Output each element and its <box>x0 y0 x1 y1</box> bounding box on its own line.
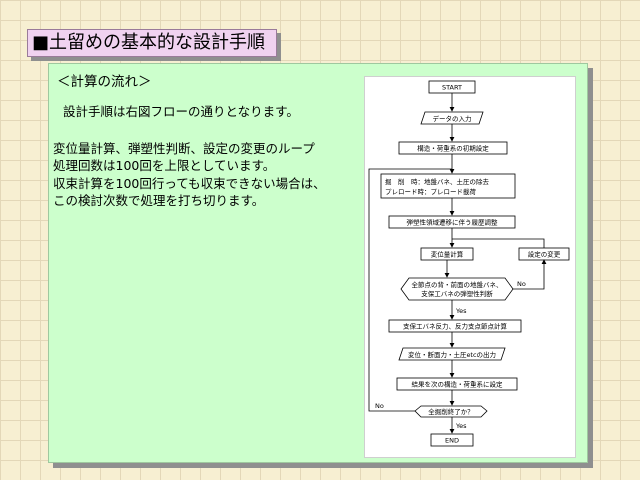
stiffness-label: 弾塑性領域遷移に伴う履歴調整 <box>407 218 499 227</box>
slide-title: ■土留めの基本的な設計手順 <box>27 29 277 57</box>
input-node <box>420 111 484 125</box>
reaction-node <box>388 319 522 333</box>
body-line-1: 変位量計算、弾塑性判断、設定の変更のループ <box>53 141 315 156</box>
all-done-yes-label: Yes <box>455 422 467 430</box>
body-line-2: 処理回数は100回を上限としています。 <box>53 158 276 173</box>
content-panel: ＜計算の流れ＞ 設計手順は右図フローの通りとなります。 変位量計算、弾塑性判断、… <box>48 63 588 463</box>
end-node <box>430 433 474 447</box>
reaction-label: 支保工バネ反力、反力支点節点計算 <box>403 322 508 331</box>
next-system-label: 結果を次の構造・荷重系に設定 <box>412 380 504 389</box>
excavation-label-2: プレロード時：プレロード載荷 <box>385 187 477 196</box>
judgement-label-2: 支保工バネの弾塑性判断 <box>421 289 493 298</box>
start-label: START <box>442 84 462 92</box>
settings-change-label: 設定の変更 <box>528 250 561 259</box>
excavation-label-1: 掘 削 時：地盤バネ、土圧の除去 <box>385 177 490 186</box>
flowchart: START データの入力 構造・荷重系の初期設定 掘 削 時：地盤バネ、土圧の除… <box>364 76 576 458</box>
excavation-node <box>380 173 516 199</box>
all-done-no-label: No <box>375 402 384 410</box>
judgement-label-1: 全節点の背・前面の地盤バネ、 <box>412 280 503 289</box>
body-line-4: この検討次数で処理を打ち切ります。 <box>53 193 265 208</box>
output-node <box>398 347 506 361</box>
judgement-no-label: No <box>517 280 526 288</box>
output-label: 変位・断面力・土圧etcの出力 <box>408 350 496 359</box>
section-heading: ＜計算の流れ＞ <box>57 74 152 90</box>
displacement-label: 変位量計算 <box>431 250 464 259</box>
initial-setting-node <box>398 141 508 155</box>
judgement-yes-label: Yes <box>455 307 467 315</box>
all-done-label: 全掘削終了か？ <box>428 407 474 416</box>
next-system-node <box>396 377 518 391</box>
input-label: データの入力 <box>433 114 472 123</box>
all-done-node <box>414 405 488 418</box>
end-label: END <box>445 437 459 445</box>
body-line-3: 収束計算を100回行っても収束できない場合は、 <box>53 176 326 191</box>
intro-text: 設計手順は右図フローの通りとなります。 <box>63 104 299 119</box>
initial-setting-label: 構造・荷重系の初期設定 <box>417 144 489 153</box>
